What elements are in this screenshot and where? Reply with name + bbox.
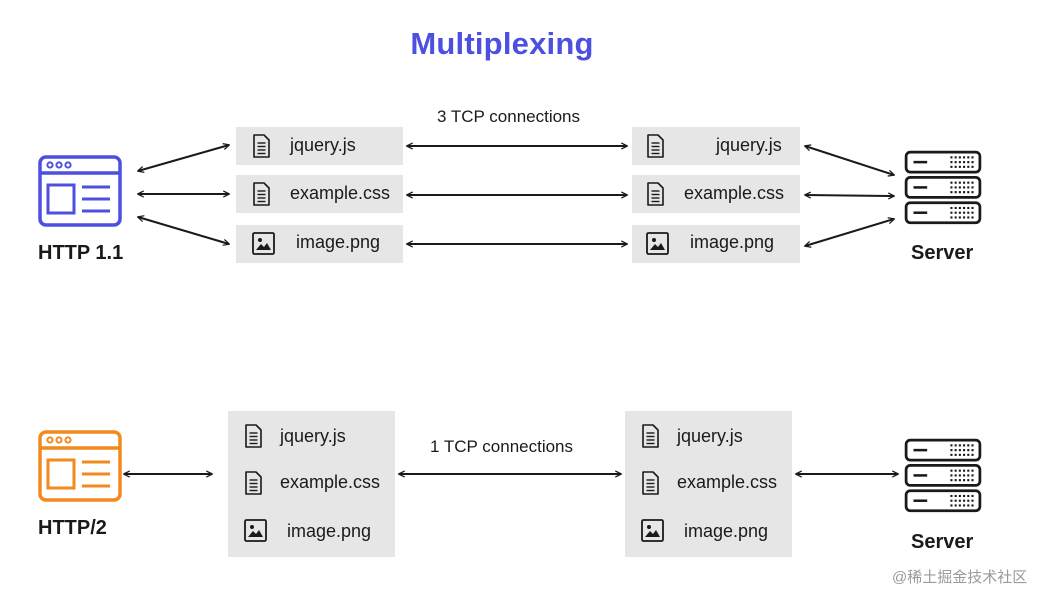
file-name: jquery.js xyxy=(677,426,743,446)
http11-client-label: HTTP 1.1 xyxy=(38,242,124,264)
http11-client-file-css: example.css xyxy=(236,175,403,213)
http11-server-file-jquery: jquery.js xyxy=(632,127,800,165)
browser-window-icon xyxy=(38,155,122,227)
file-name: image.png xyxy=(684,521,769,541)
arrow-server-jquery xyxy=(804,144,895,177)
watermark: @稀土掘金技术社区 xyxy=(892,569,1028,586)
file-name: jquery.js xyxy=(716,135,782,155)
arrow-server-css xyxy=(804,191,895,200)
file-name: image.png xyxy=(690,232,775,252)
arrow-client-image xyxy=(137,215,230,246)
http2-connection-label: 1 TCP connections xyxy=(430,437,574,456)
http2-client-label: HTTP/2 xyxy=(38,517,107,539)
file-name: example.css xyxy=(684,183,785,203)
file-name: example.css xyxy=(280,472,381,492)
file-name: jquery.js xyxy=(290,135,356,155)
file-name: image.png xyxy=(296,232,381,252)
page-title: Multiplexing xyxy=(410,26,594,61)
arrow-client-jquery xyxy=(137,143,230,173)
http11-client-file-jquery: jquery.js xyxy=(236,127,403,165)
http11-connection-label: 3 TCP connections xyxy=(437,107,581,126)
http2-server-file-group: jquery.js example.css image.png xyxy=(625,411,792,557)
http11-server-label: Server xyxy=(911,242,974,264)
file-name: image.png xyxy=(287,521,372,541)
browser-window-icon xyxy=(38,430,122,502)
http2-server-label: Server xyxy=(911,531,974,553)
file-name: example.css xyxy=(677,472,778,492)
file-name: example.css xyxy=(290,183,391,203)
http11-server-file-image: image.png xyxy=(632,225,800,263)
http2-client-file-group: jquery.js example.css image.png xyxy=(228,411,395,557)
http11-client-file-image: image.png xyxy=(236,225,403,263)
arrow-server-image xyxy=(804,217,895,248)
file-name: jquery.js xyxy=(280,426,346,446)
http11-server-file-css: example.css xyxy=(632,175,800,213)
